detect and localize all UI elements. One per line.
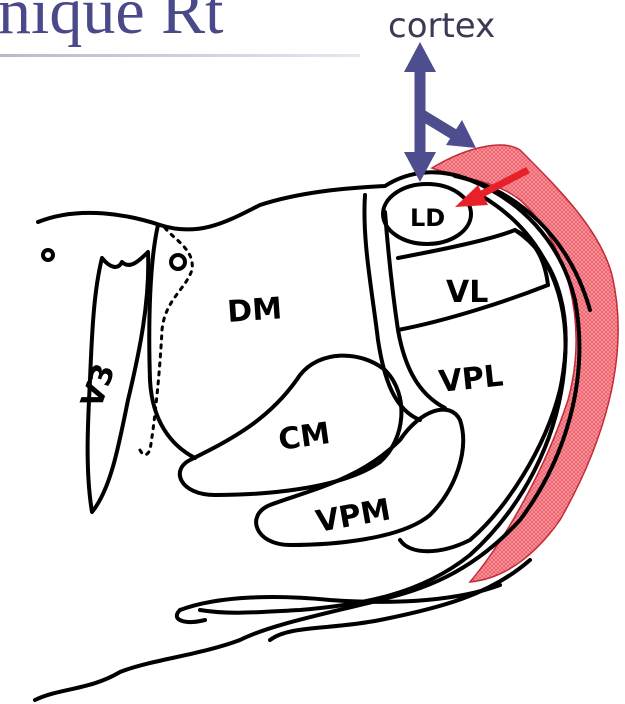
- small-circle-left: [43, 250, 53, 260]
- label-vl: VL: [446, 275, 488, 310]
- label-cm: CM: [276, 416, 332, 458]
- label-dm: DM: [226, 291, 283, 330]
- label-vpl: VPL: [437, 358, 505, 400]
- label-v3: V3: [75, 359, 123, 412]
- cortex-arrow-branch: [422, 115, 455, 135]
- label-ld: LD: [410, 204, 445, 232]
- label-vpm: VPM: [313, 492, 393, 540]
- arrowhead-down-icon: [404, 152, 436, 182]
- arrowhead-up-icon: [404, 42, 436, 72]
- small-circle-dm: [171, 255, 185, 269]
